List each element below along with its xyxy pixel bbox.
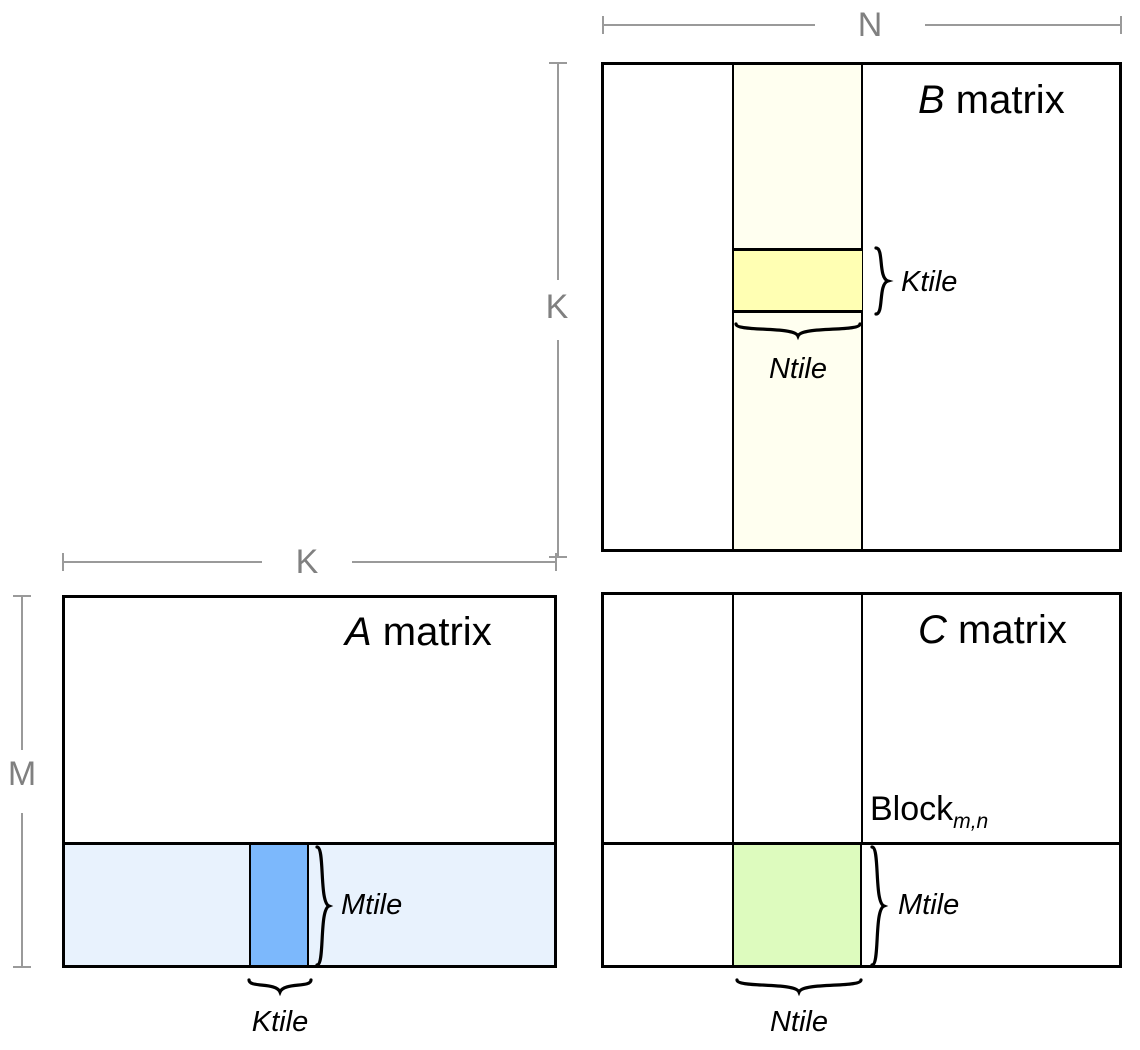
- k-horizontal-dimension-label: K: [295, 543, 319, 581]
- c-block-label-subscript: m,n: [953, 809, 989, 833]
- a-mtile-brace: [313, 845, 339, 967]
- b-ktile-brace: [872, 246, 898, 316]
- c-mtile-brace: [868, 845, 894, 967]
- n-line-left: [602, 24, 815, 26]
- k-horz-tick-right: [555, 553, 557, 571]
- b-column-divider-left: [732, 65, 734, 549]
- k-vert-tick-bottom: [549, 556, 567, 558]
- k-vert-line-top: [557, 62, 559, 280]
- k-vert-line-bottom: [557, 340, 559, 558]
- b-matrix-title-text: matrix: [944, 78, 1065, 122]
- b-matrix-highlighted-tile: [734, 248, 862, 313]
- c-ntile-label: Ntile: [769, 1006, 828, 1038]
- m-tick-bottom: [13, 966, 31, 968]
- n-dimension-label: N: [857, 6, 883, 44]
- b-matrix-title-symbol: B: [918, 78, 945, 122]
- m-dimension-label: M: [7, 755, 37, 793]
- a-matrix-title-text: matrix: [371, 610, 492, 654]
- a-matrix-title-symbol: A: [345, 610, 372, 654]
- a-row-divider: [62, 842, 557, 845]
- a-ktile-brace: [247, 976, 313, 1002]
- c-matrix-highlighted-tile: [734, 845, 862, 965]
- a-matrix-row-strip: [65, 845, 554, 965]
- c-matrix-title: C matrix: [918, 610, 1067, 650]
- a-matrix-highlighted-tile: [249, 845, 309, 965]
- c-column-divider-right: [861, 595, 863, 842]
- b-ktile-label: Ktile: [901, 266, 958, 298]
- b-ntile-brace: [734, 320, 862, 346]
- c-matrix-title-symbol: C: [918, 608, 947, 652]
- m-line-bottom: [21, 813, 23, 968]
- c-row-divider: [601, 842, 1122, 845]
- c-matrix-title-text: matrix: [946, 608, 1067, 652]
- b-column-divider-right: [861, 65, 863, 549]
- n-line-right: [925, 24, 1122, 26]
- c-mtile-label: Mtile: [898, 889, 960, 921]
- a-matrix-title: A matrix: [345, 612, 492, 652]
- c-tile-divider-left: [732, 845, 734, 965]
- a-ktile-label: Ktile: [251, 1006, 309, 1038]
- c-column-divider-left: [732, 595, 734, 842]
- b-matrix-title: B matrix: [918, 80, 1065, 120]
- k-vertical-dimension-label: K: [545, 288, 569, 326]
- c-ntile-brace: [735, 976, 863, 1002]
- c-block-label-base: Block: [870, 790, 954, 828]
- n-tick-right: [1120, 16, 1122, 34]
- a-mtile-label: Mtile: [341, 889, 403, 921]
- k-horz-line-right: [352, 561, 557, 563]
- k-horz-line-left: [62, 561, 262, 563]
- c-block-label: Blockm,n: [870, 792, 988, 832]
- b-ntile-label: Ntile: [768, 353, 827, 385]
- m-line-top: [21, 595, 23, 750]
